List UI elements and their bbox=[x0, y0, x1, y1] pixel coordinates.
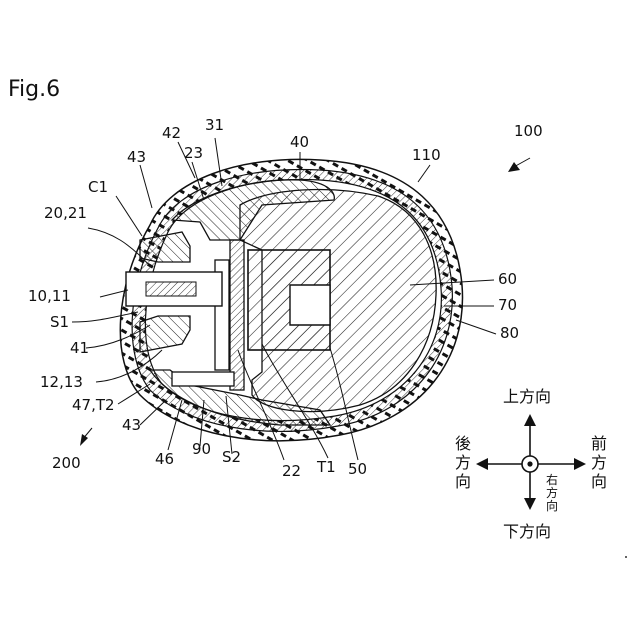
direction-right-label: 右 方 向 bbox=[545, 474, 559, 513]
plate-31 bbox=[230, 240, 244, 390]
label-41: 41 bbox=[70, 341, 89, 356]
label-20-21: 20,21 bbox=[44, 206, 87, 221]
driver-slot bbox=[290, 285, 330, 325]
label-22: 22 bbox=[282, 464, 301, 479]
direction-up-label: 上方向 bbox=[503, 389, 551, 404]
label-50: 50 bbox=[348, 462, 367, 477]
ref-arrow-200 bbox=[80, 434, 88, 446]
label-90: 90 bbox=[192, 442, 211, 457]
label-S1: S1 bbox=[50, 315, 69, 330]
direction-back-label: 後 方 向 bbox=[454, 434, 472, 491]
label-C1: C1 bbox=[88, 180, 108, 195]
label-110: 110 bbox=[412, 148, 441, 163]
direction-front-char: 向 bbox=[590, 472, 608, 491]
arrow-right-icon bbox=[574, 458, 586, 470]
label-12-13: 12,13 bbox=[40, 375, 83, 390]
arrow-down-icon bbox=[524, 498, 536, 510]
label-200: 200 bbox=[52, 456, 81, 471]
label-43-top: 43 bbox=[127, 150, 146, 165]
label-23: 23 bbox=[184, 146, 203, 161]
label-10-11: 10,11 bbox=[28, 289, 71, 304]
compass-center-dot bbox=[527, 461, 532, 466]
direction-front-label: 前 方 向 bbox=[590, 434, 608, 491]
label-T1: T1 bbox=[317, 460, 336, 475]
direction-compass bbox=[480, 418, 582, 504]
label-60: 60 bbox=[498, 272, 517, 287]
arrow-up-icon bbox=[524, 414, 536, 426]
direction-back-char: 方 bbox=[454, 453, 472, 472]
label-46: 46 bbox=[155, 452, 174, 467]
label-43-bottom: 43 bbox=[122, 418, 141, 433]
direction-back-char: 向 bbox=[454, 472, 472, 491]
direction-front-char: 前 bbox=[590, 434, 608, 453]
pin-46 bbox=[172, 372, 234, 386]
ref-arrow-100 bbox=[508, 162, 520, 172]
label-100: 100 bbox=[514, 124, 543, 139]
stem-core bbox=[146, 282, 196, 296]
label-S2: S2 bbox=[222, 450, 241, 465]
label-80: 80 bbox=[500, 326, 519, 341]
direction-right-char: 向 bbox=[545, 500, 559, 513]
label-31: 31 bbox=[205, 118, 224, 133]
figure-label: Fig.6 bbox=[8, 78, 60, 102]
direction-down-label: 下方向 bbox=[503, 524, 551, 539]
direction-front-char: 方 bbox=[590, 453, 608, 472]
label-47-T2: 47,T2 bbox=[72, 398, 115, 413]
label-70: 70 bbox=[498, 298, 517, 313]
arrow-left-icon bbox=[476, 458, 488, 470]
stray-dot bbox=[625, 556, 627, 558]
label-42: 42 bbox=[162, 126, 181, 141]
label-40: 40 bbox=[290, 135, 309, 150]
direction-back-char: 後 bbox=[454, 434, 472, 453]
